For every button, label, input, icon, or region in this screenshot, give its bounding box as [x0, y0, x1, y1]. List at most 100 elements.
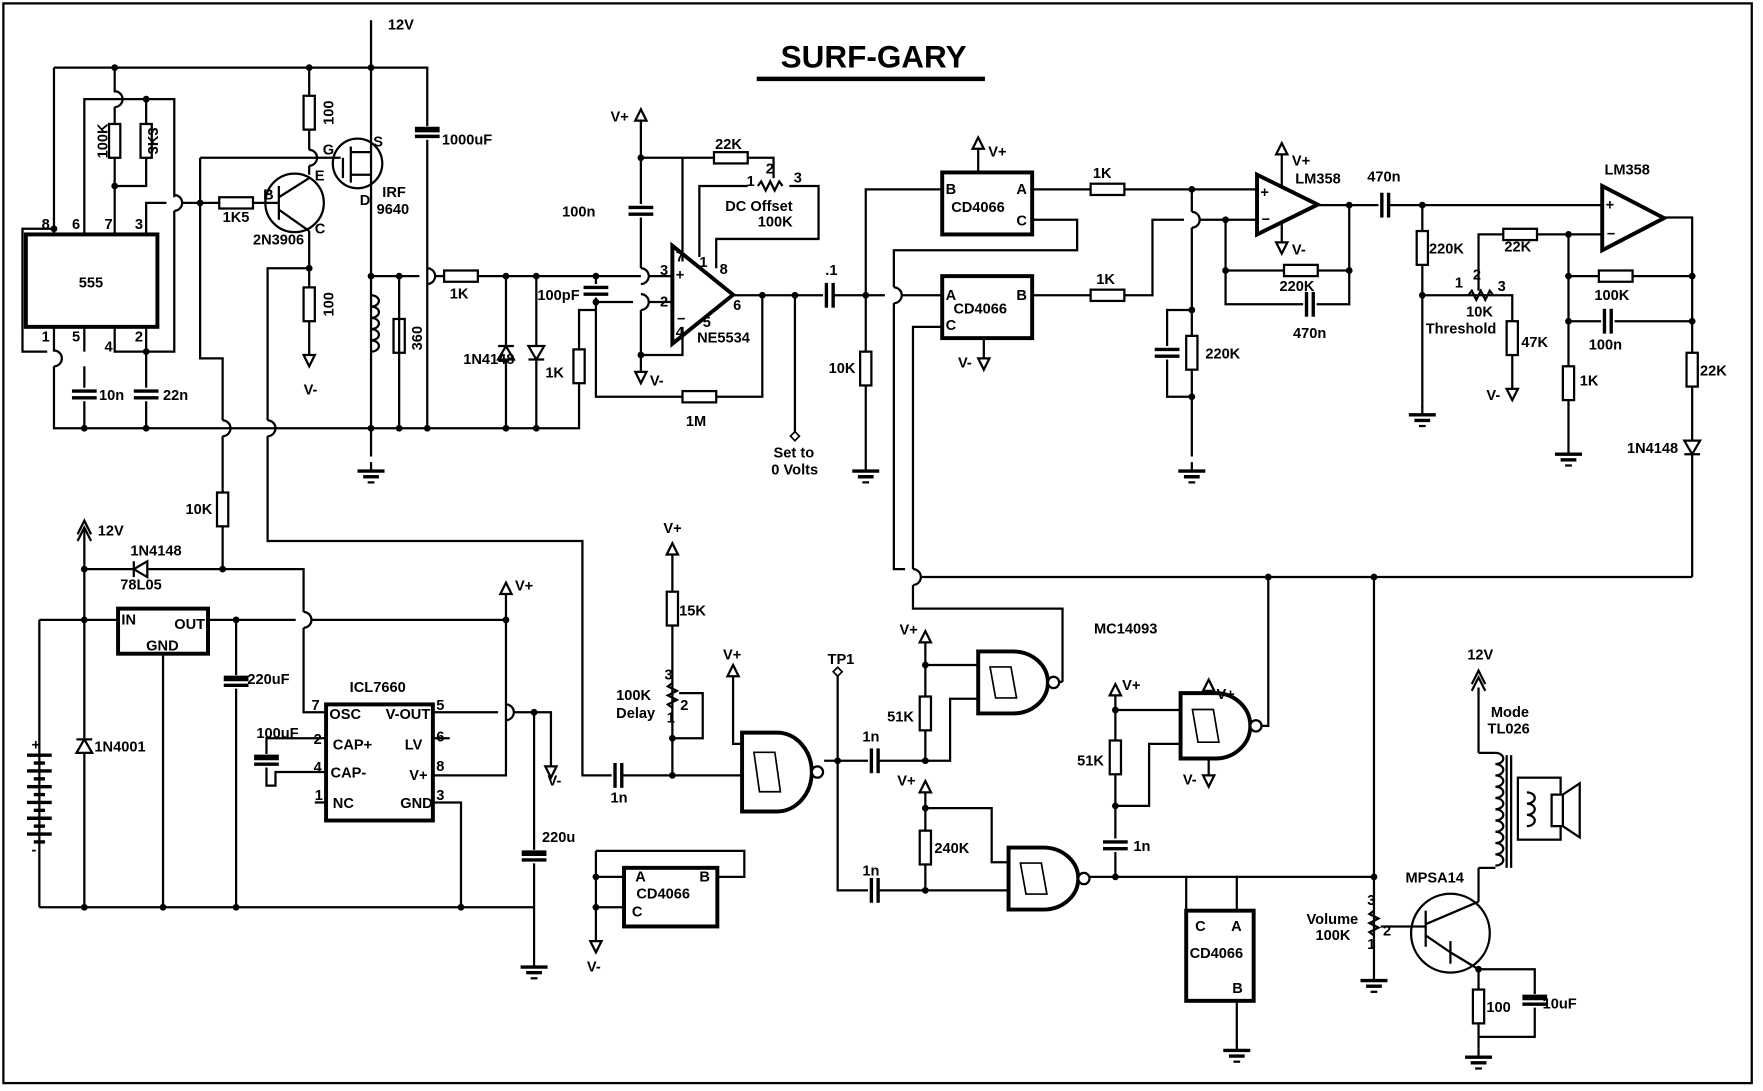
- opamp: [670, 241, 737, 348]
- component-label: OSC: [329, 707, 361, 723]
- hysteresis-icon: [989, 666, 1018, 699]
- component-label: B: [1232, 981, 1243, 997]
- component-label: C: [632, 904, 643, 920]
- resistor: [218, 196, 255, 210]
- cd4066-switch: [940, 274, 1035, 341]
- wire: [1124, 218, 1184, 297]
- wire: [892, 303, 906, 571]
- component-label: B: [699, 869, 710, 885]
- component-label: B: [263, 187, 274, 203]
- component-label: 1n: [1133, 839, 1150, 855]
- wire: [311, 591, 508, 622]
- component-label: 220K: [1205, 346, 1240, 362]
- component-label: V-: [548, 774, 562, 790]
- component-label: 22n: [163, 388, 188, 404]
- resistor: [442, 269, 479, 283]
- component-label: 1M: [686, 414, 706, 430]
- cd4066-switch: [1184, 908, 1256, 1003]
- component-label: 555: [79, 275, 103, 291]
- component-label: 100n: [1589, 337, 1622, 353]
- component-label: LM358: [1295, 172, 1340, 188]
- hysteresis-icon: [1019, 862, 1048, 895]
- inductor-coil: [370, 294, 380, 353]
- wire-crossover: [1191, 210, 1201, 229]
- component-label: 51K: [1077, 753, 1104, 769]
- vplus-terminal-icon: [1107, 681, 1123, 697]
- resistor: [1185, 334, 1199, 371]
- wire: [836, 760, 872, 892]
- component-label: Set to: [774, 446, 815, 462]
- component-label: 360: [410, 326, 426, 350]
- wire: [52, 366, 223, 430]
- component-label: CD4066: [636, 886, 690, 902]
- junction-dot: [80, 903, 88, 911]
- component-label: 15K: [679, 603, 706, 619]
- component-label: MC14093: [1094, 621, 1157, 637]
- component-label: 10uF: [1543, 997, 1577, 1013]
- hysteresis-icon: [752, 751, 782, 793]
- component-label: 2: [1473, 267, 1481, 283]
- component-label: CAP-: [331, 766, 367, 782]
- wire: [925, 806, 1009, 864]
- resistor: [1502, 227, 1539, 242]
- vplus-terminal-icon: [970, 134, 986, 150]
- component-label: GND: [146, 638, 178, 654]
- junction-dot: [367, 424, 375, 432]
- transistor-mpsa14: [1409, 892, 1491, 974]
- component-label: V+: [1122, 678, 1140, 694]
- component-label: 10K: [1466, 305, 1493, 321]
- junction-dot: [423, 424, 431, 432]
- component-label: 7: [676, 249, 684, 265]
- wire-crossover: [303, 610, 313, 629]
- junction-dot: [111, 182, 119, 190]
- component-label: 10n: [99, 388, 124, 404]
- junction-dot: [80, 424, 88, 432]
- opamp: [1255, 171, 1323, 238]
- component-label: OUT: [174, 617, 205, 633]
- component-label: 100K: [616, 688, 651, 704]
- junction-dot: [758, 291, 766, 299]
- inverter-bubble: [810, 765, 825, 779]
- resistor: [1471, 988, 1486, 1025]
- wire: [747, 156, 775, 179]
- component-label: V-: [587, 960, 601, 976]
- component-label: V-OUT: [386, 707, 431, 723]
- component-label: 0 Volts: [771, 462, 818, 478]
- resistor: [712, 151, 749, 165]
- resistor: [1415, 229, 1430, 266]
- component-label: 8: [720, 262, 728, 278]
- component-label: V-: [650, 373, 664, 389]
- component-label: 220uF: [247, 672, 289, 688]
- diode: [131, 559, 149, 580]
- wire: [594, 276, 764, 398]
- wire: [84, 568, 305, 612]
- inverter-bubble: [1046, 675, 1061, 690]
- resistor: [1282, 263, 1319, 278]
- component-label: V+: [897, 774, 915, 790]
- component-label: -: [31, 842, 36, 858]
- wire: [1224, 205, 1351, 306]
- inverter-bubble: [1077, 871, 1091, 886]
- component-label: V+: [988, 145, 1006, 161]
- wire: [21, 227, 54, 353]
- junction-dot: [395, 424, 403, 432]
- component-label: S: [373, 135, 383, 151]
- resistor: [1561, 365, 1576, 402]
- component-label: 6: [72, 217, 80, 233]
- wire: [1261, 577, 1270, 727]
- wire: [1425, 934, 1452, 954]
- component-label: 3: [1498, 279, 1506, 295]
- wire: [266, 267, 310, 421]
- wire-crossover: [174, 193, 184, 212]
- plus-sign: +: [676, 268, 685, 284]
- component-label: 2: [766, 162, 774, 178]
- wire: [698, 184, 748, 257]
- resistor: [681, 389, 718, 404]
- component-label: LM358: [1604, 163, 1649, 179]
- speaker-icon: [1550, 781, 1581, 840]
- wire-crossover: [640, 267, 650, 286]
- component-label: TL026: [1488, 722, 1530, 738]
- plus-sign: +: [1606, 198, 1615, 214]
- vminus-terminal-icon: [633, 370, 649, 386]
